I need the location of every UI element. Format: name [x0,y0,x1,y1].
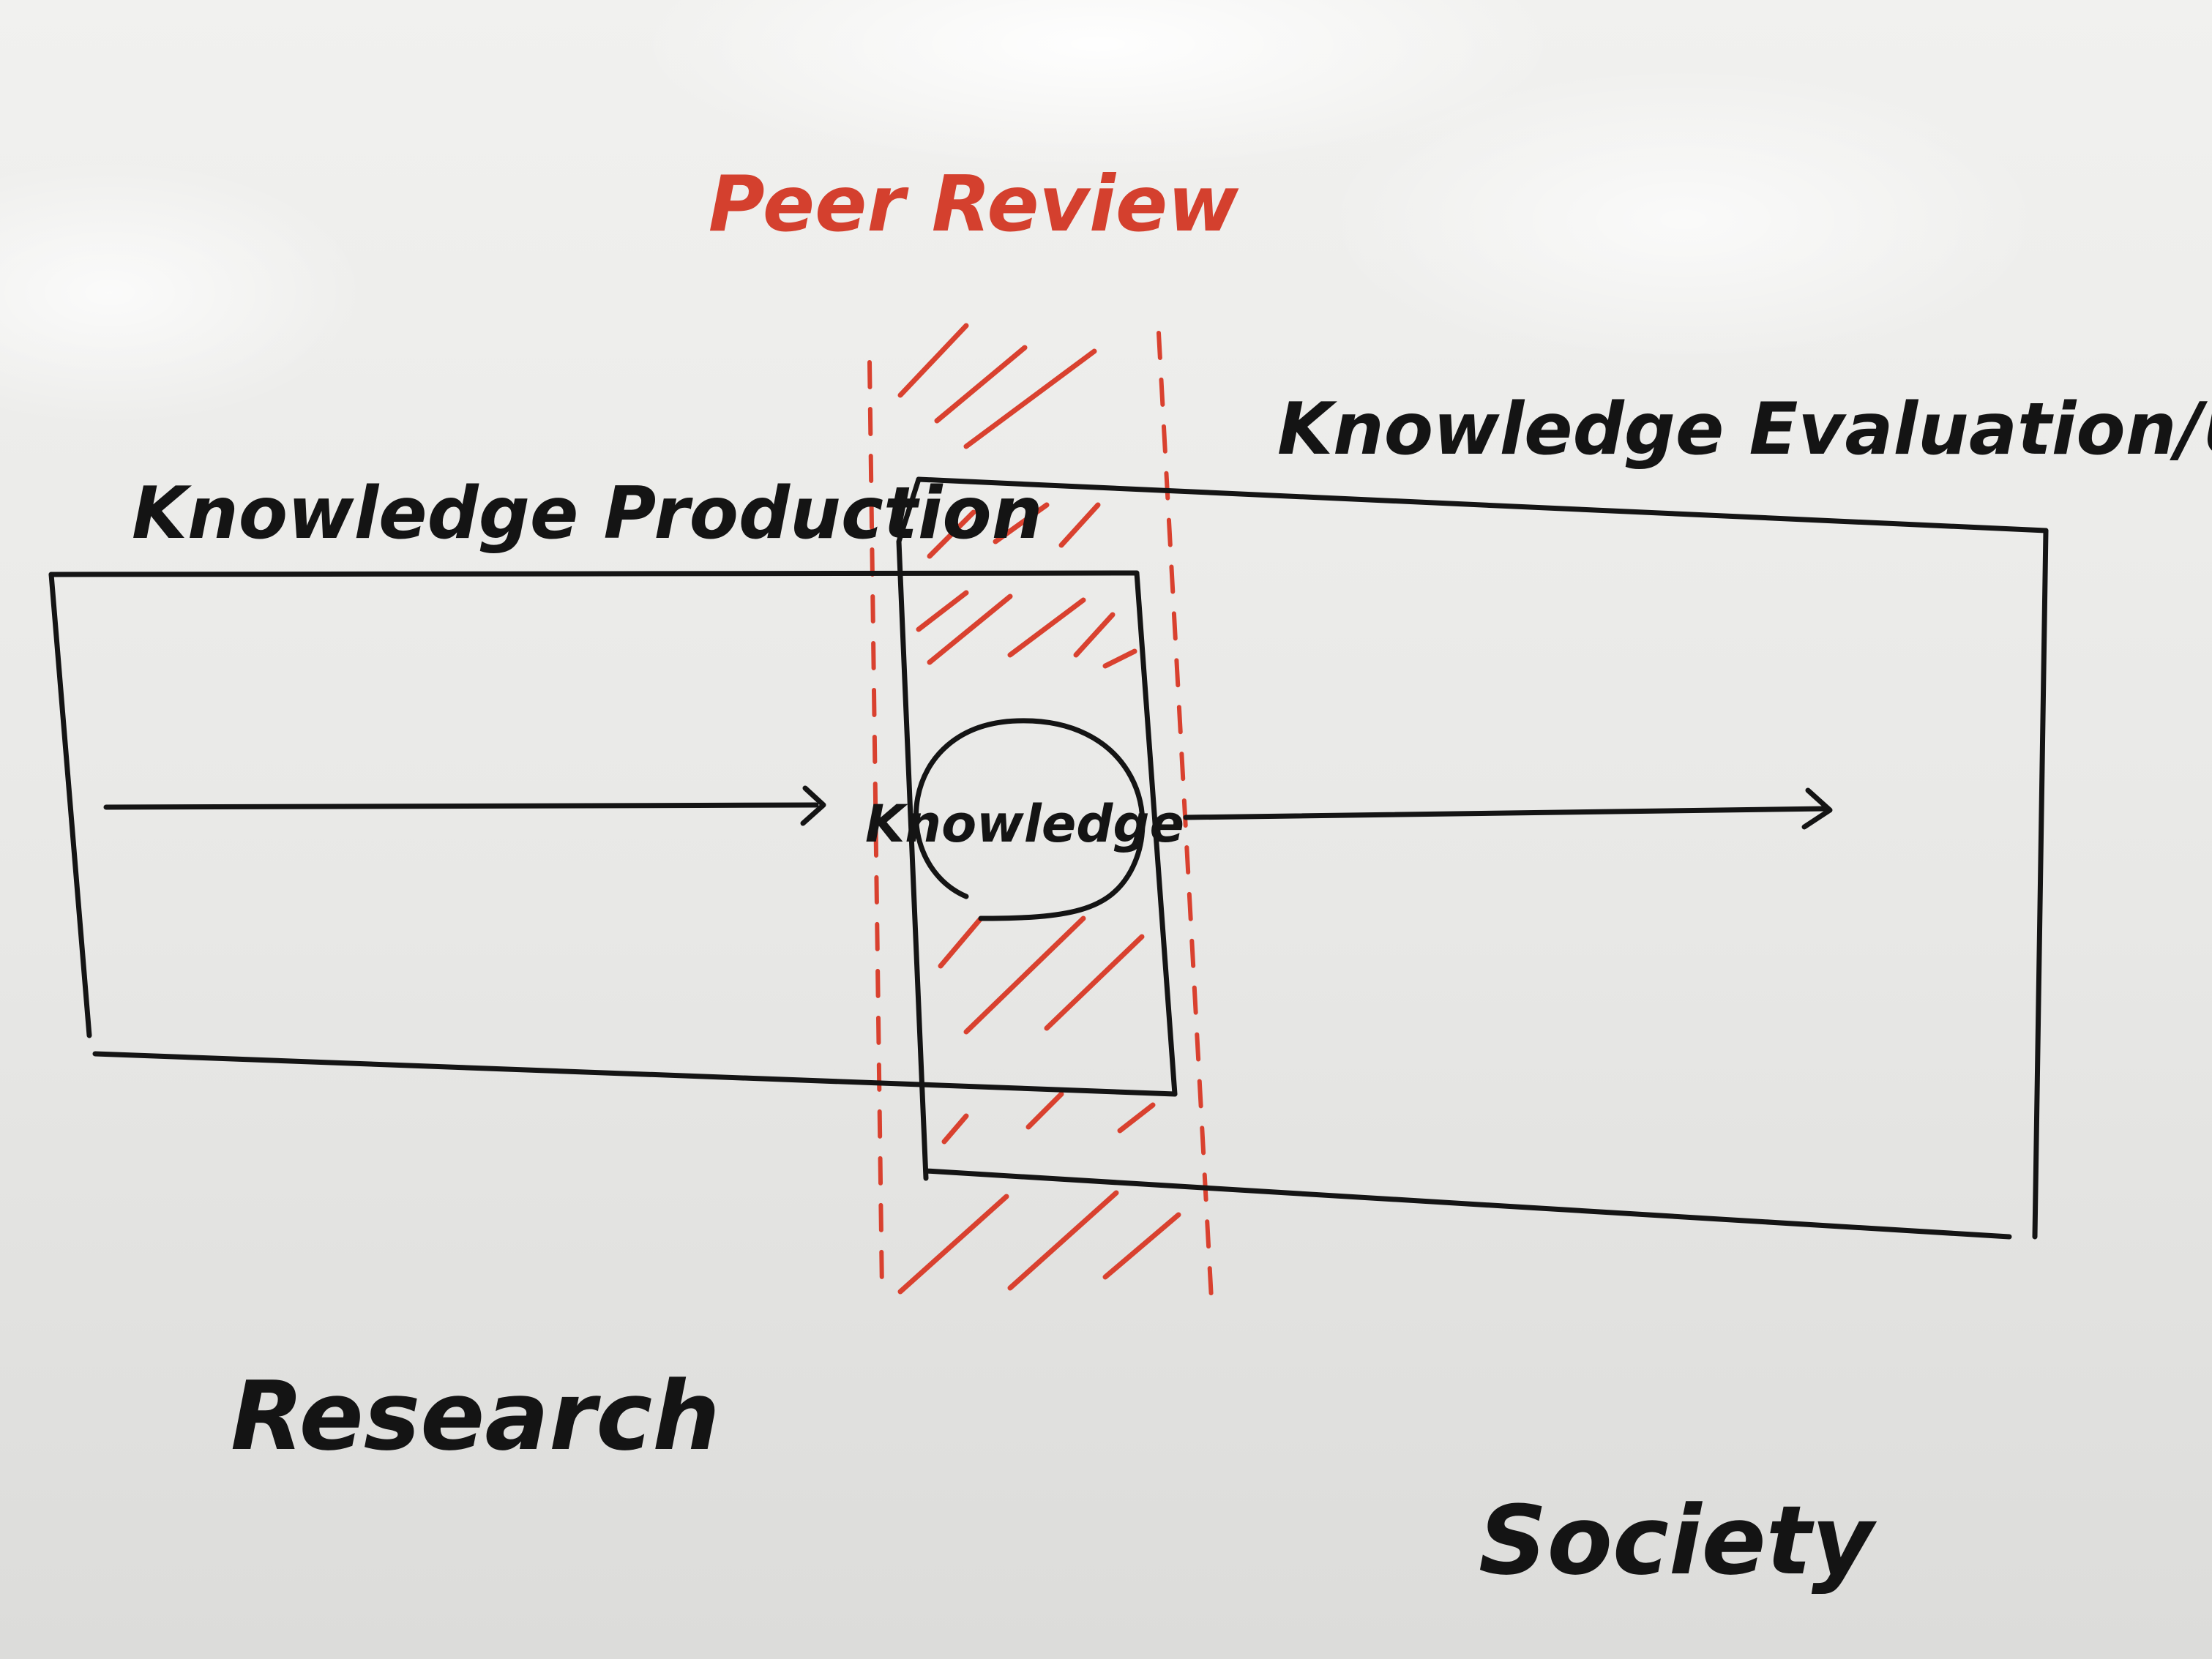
society-label: Society [1479,1485,1877,1596]
evaluation-arrow [1183,787,1833,830]
peer-review-hatching [897,323,1181,1295]
production-arrow [103,785,826,826]
peer-review-left-boundary [867,360,884,1294]
knowledge-production-box [48,570,1178,1097]
knowledge-evaluation-box [896,476,2049,1240]
knowledge-circle [913,718,1146,921]
knowledge-production-label: Knowledge Production [132,472,1043,555]
research-label: Research [231,1360,720,1472]
peer-review-label: Peer Review [709,160,1239,249]
knowledge-label: Knowledge [865,794,1184,854]
knowledge-evaluation-use-label: Knowledge Evaluation/Use [1277,388,2212,471]
